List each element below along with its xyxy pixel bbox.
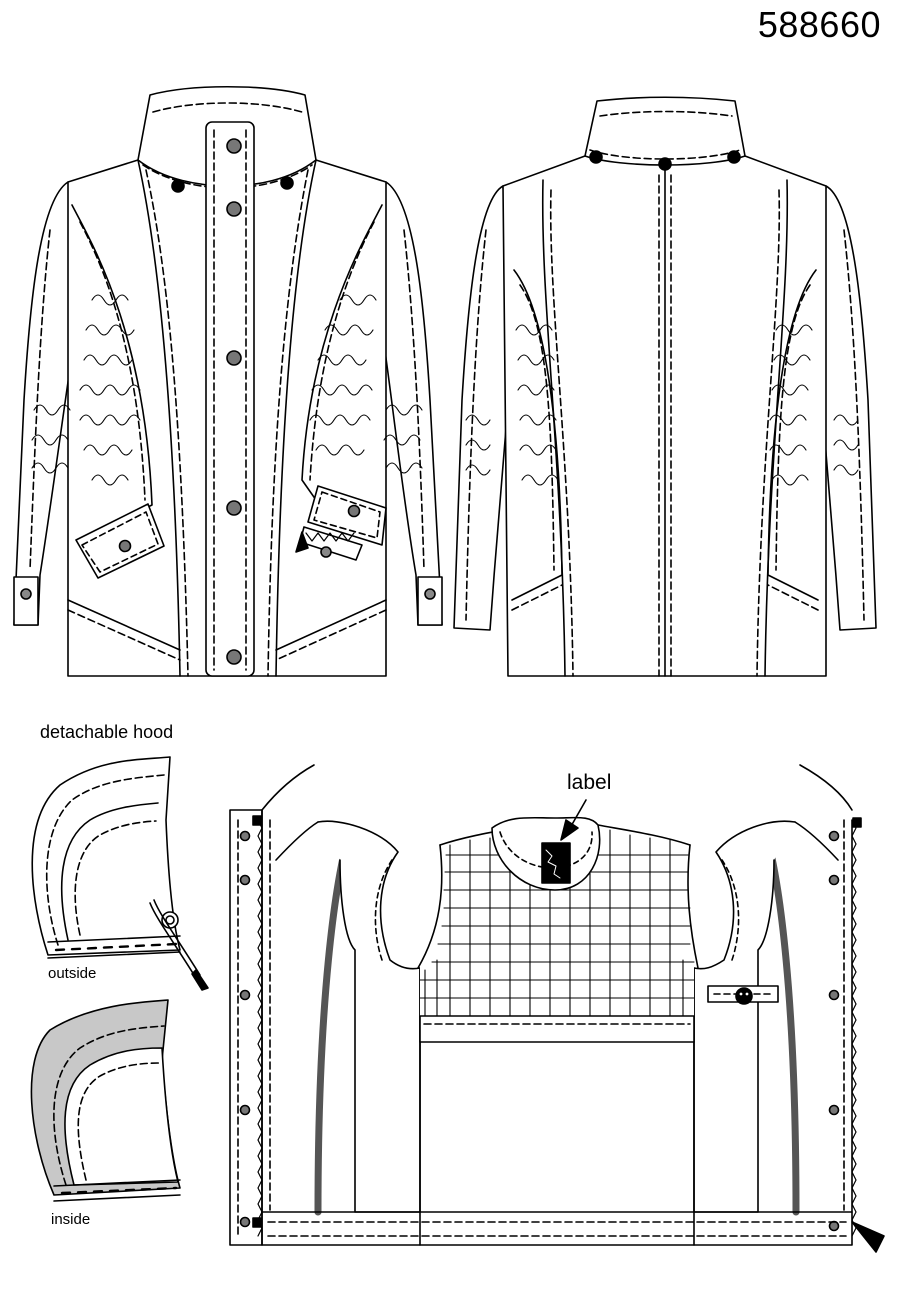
button-icon [226,201,242,217]
drawcord-icon [153,899,201,976]
back-collar [584,96,746,166]
button-icon [226,350,242,366]
collar-snap-icon [658,157,672,171]
button-icon [226,649,242,665]
hood-inside-caption: inside [51,1211,91,1228]
quilted-grid [419,829,695,1017]
quilting-pattern [31,294,423,486]
collar-snap-icon [727,150,741,164]
jacket-interior-view [229,764,885,1253]
front-left-pocket-flap [75,503,165,579]
label-pointer-arrow [569,799,587,829]
button-icon [226,138,242,154]
zipper-teeth-left [257,819,263,1237]
front-buttons [226,138,242,665]
front-left-cuff [13,576,39,626]
jacket-back-view [453,96,877,677]
brand-label [541,842,571,884]
jacket-front-view [13,85,443,677]
zipper-pull-icon [851,1221,885,1253]
collar-snap-icon [280,176,294,190]
front-right-cuff [417,576,443,626]
hood-title: detachable hood [40,722,174,742]
cuff-button-icon [20,588,32,600]
pocket-button-icon [118,539,132,553]
button-icon [226,500,242,516]
hood-outside-view [31,756,209,991]
front-placket [205,121,255,677]
front-right-pocket-flap [295,485,387,561]
facing-snaps [239,830,840,1232]
hood-outside-caption: outside [48,965,97,982]
style-number: 588660 [757,4,881,45]
collar-snap-icon [171,179,185,193]
hood-inside-view [30,999,181,1202]
label-callout: label [567,771,612,794]
quilting-pattern [465,324,859,486]
collar-snap-icon [589,150,603,164]
pocket-button-icon [347,504,361,518]
hanger-button-icon [735,987,753,1005]
cuff-button-icon [424,588,436,600]
